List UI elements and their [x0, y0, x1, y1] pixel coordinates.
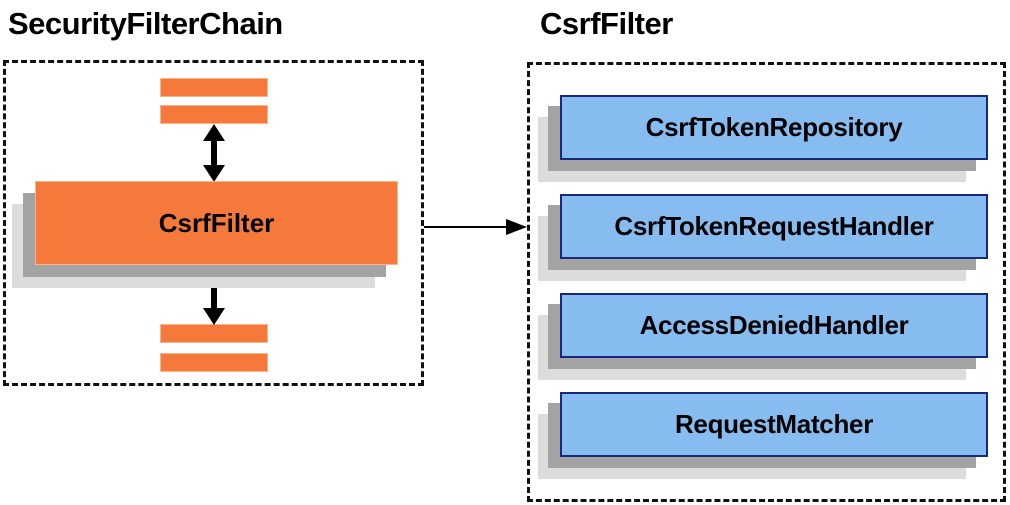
csrf-filter-panel-title: CsrfFilter — [540, 6, 673, 41]
csrf-filter-box: CsrfFilter — [35, 181, 398, 265]
filter-stack-bar — [160, 324, 268, 343]
filter-stack-bar — [160, 78, 268, 97]
component-box-csrf-token-repository: CsrfTokenRepository — [560, 95, 988, 160]
connector-arrow-head-icon — [506, 219, 527, 235]
bidirectional-arrow-icon — [203, 124, 225, 182]
filter-stack-bar — [160, 353, 268, 372]
arrow-up-head-icon — [203, 265, 225, 282]
arrow-shaft — [211, 282, 217, 308]
component-box-request-matcher: RequestMatcher — [560, 392, 988, 457]
bidirectional-arrow-icon — [203, 265, 225, 325]
arrow-up-head-icon — [203, 124, 225, 141]
arrow-down-head-icon — [203, 165, 225, 182]
filter-stack-bar — [160, 105, 268, 124]
component-box-csrf-token-request-handler: CsrfTokenRequestHandler — [560, 194, 988, 259]
connector-arrow-line — [424, 226, 508, 228]
security-filter-chain-panel — [3, 60, 424, 386]
security-filter-chain-title: SecurityFilterChain — [8, 6, 283, 41]
arrow-down-head-icon — [203, 308, 225, 325]
csrf-filter-panel — [527, 62, 1006, 502]
arrow-shaft — [211, 141, 217, 165]
component-box-access-denied-handler: AccessDeniedHandler — [560, 293, 988, 358]
